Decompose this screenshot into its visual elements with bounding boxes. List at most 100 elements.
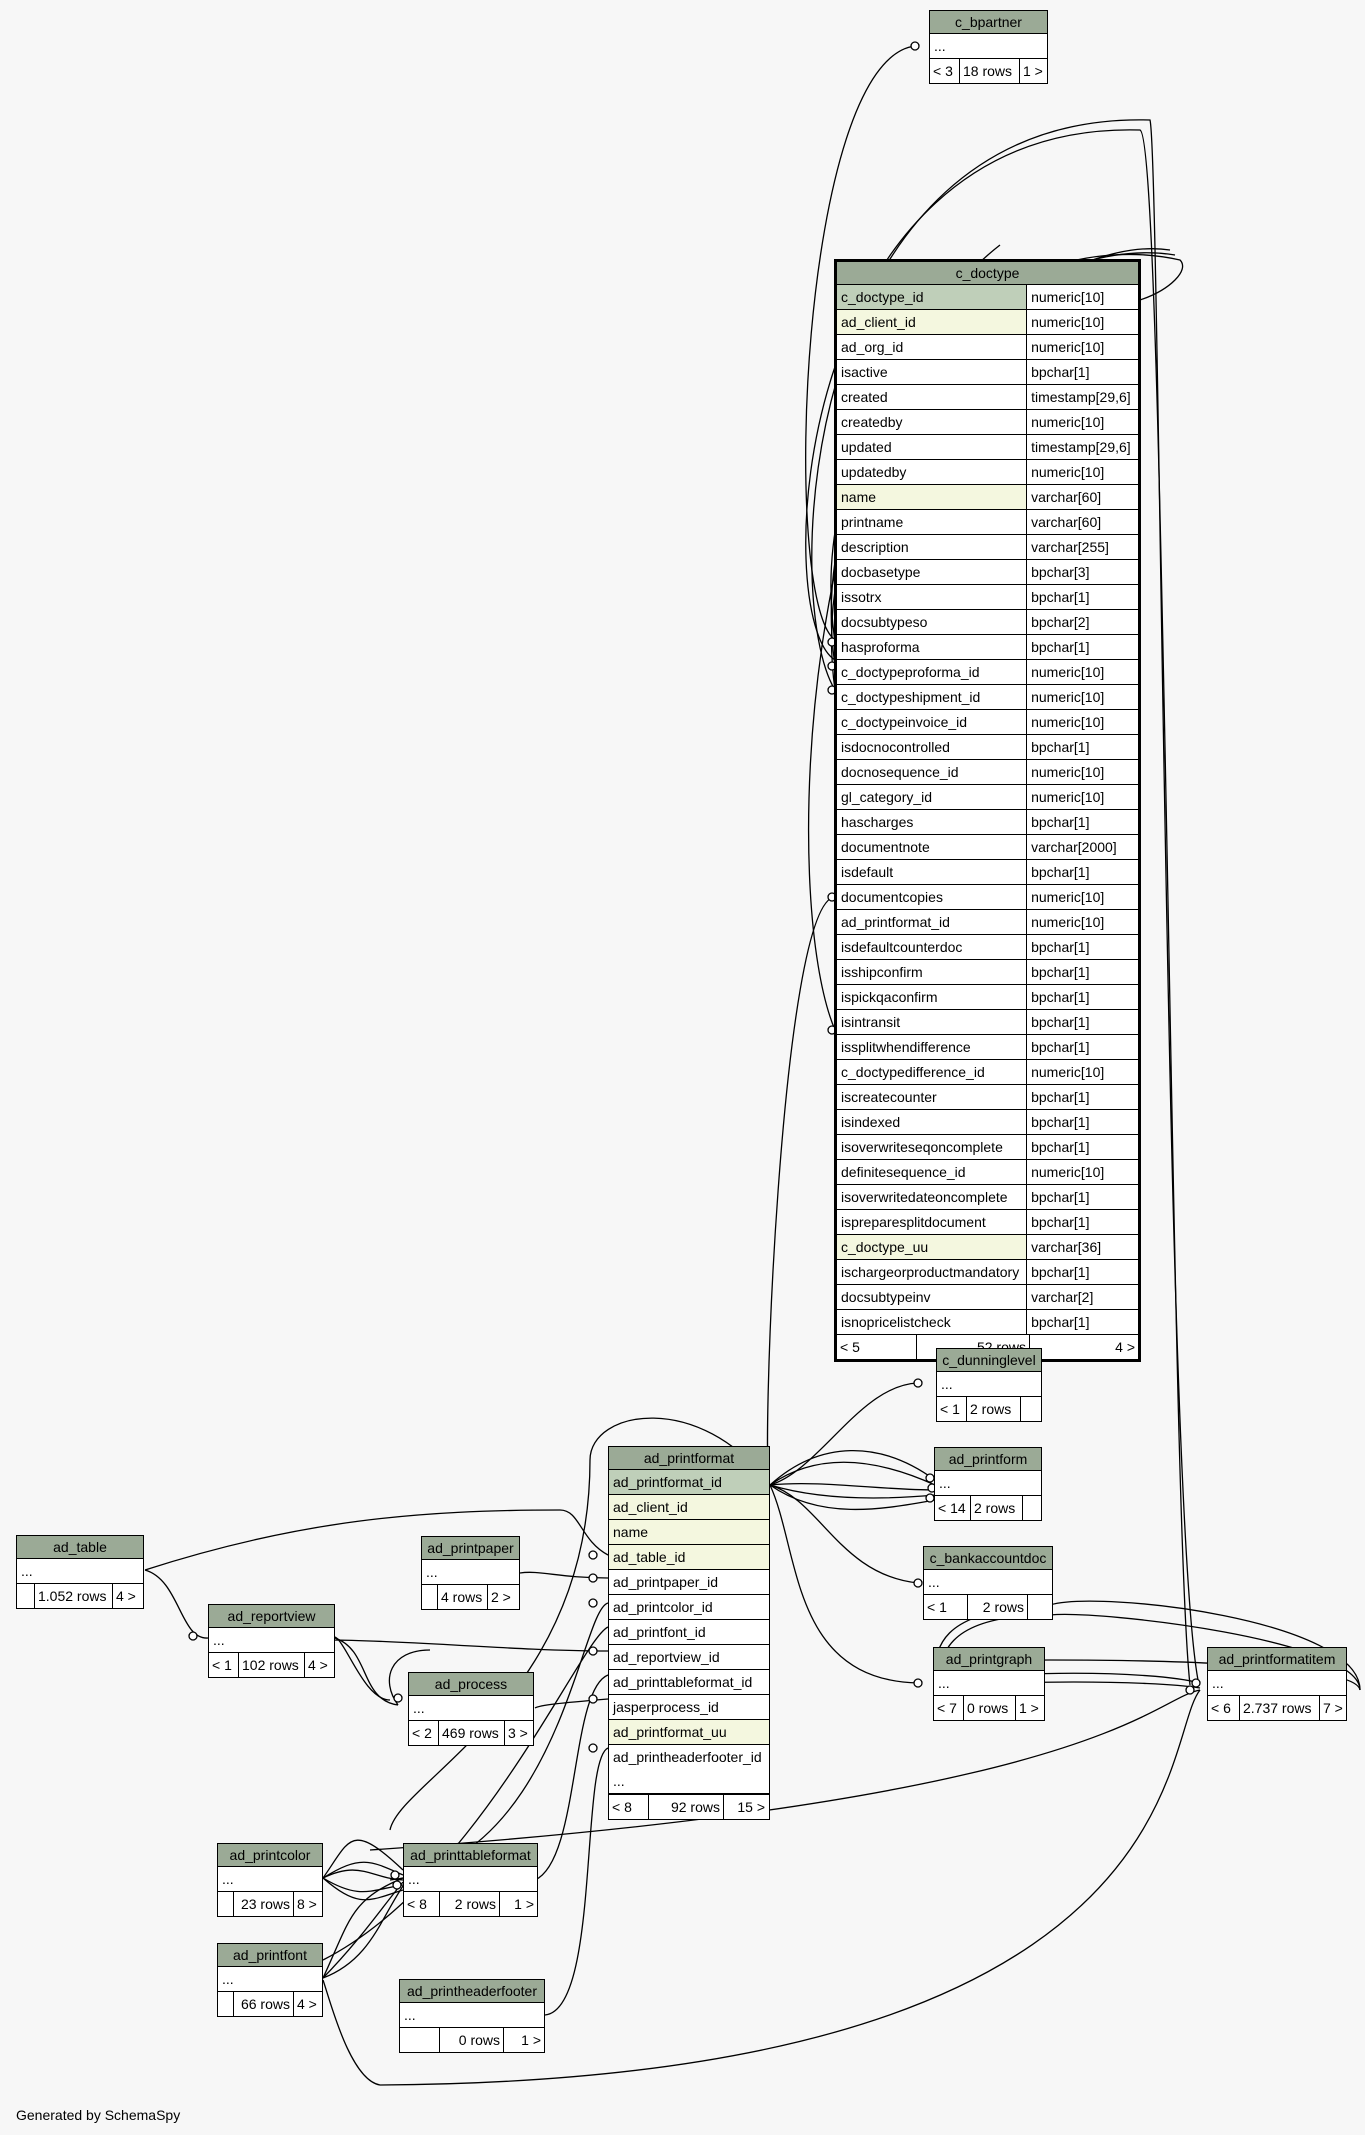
table-header[interactable]: ad_printcolor: [218, 1844, 322, 1867]
column-row[interactable]: ad_printpaper_id: [609, 1570, 769, 1595]
table-header[interactable]: ad_process: [409, 1673, 533, 1696]
table-ad-printfont[interactable]: ad_printfont ... 66 rows 4 >: [217, 1943, 323, 2017]
table-header[interactable]: ad_printgraph: [934, 1648, 1044, 1671]
parents-link[interactable]: < 3: [930, 59, 960, 83]
table-ad-printtableformat[interactable]: ad_printtableformat ... < 8 2 rows 1 >: [403, 1843, 538, 1917]
children-link[interactable]: 8 >: [297, 1896, 317, 1912]
children-link[interactable]: [1021, 1397, 1041, 1421]
children-link[interactable]: 4 >: [297, 1996, 317, 2012]
parents-link[interactable]: [400, 2028, 440, 2052]
column-row[interactable]: name: [609, 1520, 769, 1545]
parents-link[interactable]: < 1: [924, 1595, 968, 1619]
table-header[interactable]: c_bpartner: [930, 11, 1047, 34]
table-header[interactable]: ad_printheaderfooter: [400, 1980, 544, 2003]
table-header[interactable]: ad_reportview: [209, 1605, 334, 1628]
parents-link[interactable]: [218, 1992, 234, 2016]
children-link[interactable]: [1023, 1496, 1041, 1520]
table-ad-process[interactable]: ad_process ... < 2 469 rows 3 >: [408, 1672, 534, 1746]
children-link[interactable]: 3 >: [508, 1725, 528, 1741]
column-row[interactable]: jasperprocess_id: [609, 1695, 769, 1720]
children-link[interactable]: [1028, 1595, 1052, 1619]
table-header[interactable]: c_dunninglevel: [937, 1349, 1041, 1372]
parents-link[interactable]: < 6: [1208, 1696, 1240, 1720]
children-link[interactable]: 4 >: [308, 1657, 328, 1673]
column-row[interactable]: ad_printheaderfooter_id: [609, 1745, 769, 1769]
parents-link[interactable]: < 5: [837, 1335, 917, 1359]
parents-link[interactable]: < 1: [209, 1653, 239, 1677]
parents-link[interactable]: < 1: [937, 1397, 967, 1421]
table-header[interactable]: ad_printtableformat: [404, 1844, 537, 1867]
table-ad-printheaderfooter[interactable]: ad_printheaderfooter ... 0 rows 1 >: [399, 1979, 545, 2053]
column-row[interactable]: ad_printformat_uu: [609, 1720, 769, 1745]
table-header[interactable]: ad_printfont: [218, 1944, 322, 1967]
parents-link[interactable]: < 8: [609, 1795, 649, 1819]
children-link[interactable]: 1 >: [514, 1896, 534, 1912]
column-row[interactable]: ad_printcolor_id: [609, 1595, 769, 1620]
table-header[interactable]: ad_printform: [935, 1448, 1041, 1471]
children-link[interactable]: 1 >: [1019, 1700, 1039, 1716]
column-row[interactable]: ad_printformat_id: [609, 1470, 769, 1495]
column-row[interactable]: ad_reportview_id: [609, 1645, 769, 1670]
parents-link[interactable]: [422, 1585, 438, 1609]
table-ad-printformatitem[interactable]: ad_printformatitem ... < 6 2.737 rows 7 …: [1207, 1647, 1347, 1721]
table-ad-table[interactable]: ad_table ... 1.052 rows 4 >: [16, 1535, 144, 1609]
table-header[interactable]: ad_printformat: [609, 1447, 769, 1470]
children-link[interactable]: 7 >: [1323, 1700, 1343, 1716]
column-row[interactable]: ad_client_id: [609, 1495, 769, 1520]
children-link[interactable]: 4 >: [1115, 1339, 1135, 1355]
parents-link[interactable]: < 7: [934, 1696, 964, 1720]
children-link[interactable]: 1 >: [521, 2032, 541, 2048]
column-row[interactable]: ad_printfont_id: [609, 1620, 769, 1645]
parents-link[interactable]: < 14: [935, 1496, 971, 1520]
children-link[interactable]: 4 >: [116, 1588, 136, 1604]
table-header[interactable]: c_doctype: [837, 262, 1138, 285]
table-ad-printform[interactable]: ad_printform ... < 14 2 rows: [934, 1447, 1042, 1521]
parents-link[interactable]: [218, 1892, 234, 1916]
table-ad-printpaper[interactable]: ad_printpaper ... 4 rows 2 >: [421, 1536, 520, 1610]
table-header[interactable]: ad_table: [17, 1536, 143, 1559]
children-link[interactable]: 2 >: [491, 1589, 511, 1605]
table-header[interactable]: ad_printformatitem: [1208, 1648, 1346, 1671]
table-c-bpartner[interactable]: c_bpartner ... < 3 18 rows 1 >: [929, 10, 1048, 84]
table-header[interactable]: c_bankaccountdoc: [924, 1547, 1052, 1570]
parents-link[interactable]: < 8: [404, 1892, 440, 1916]
